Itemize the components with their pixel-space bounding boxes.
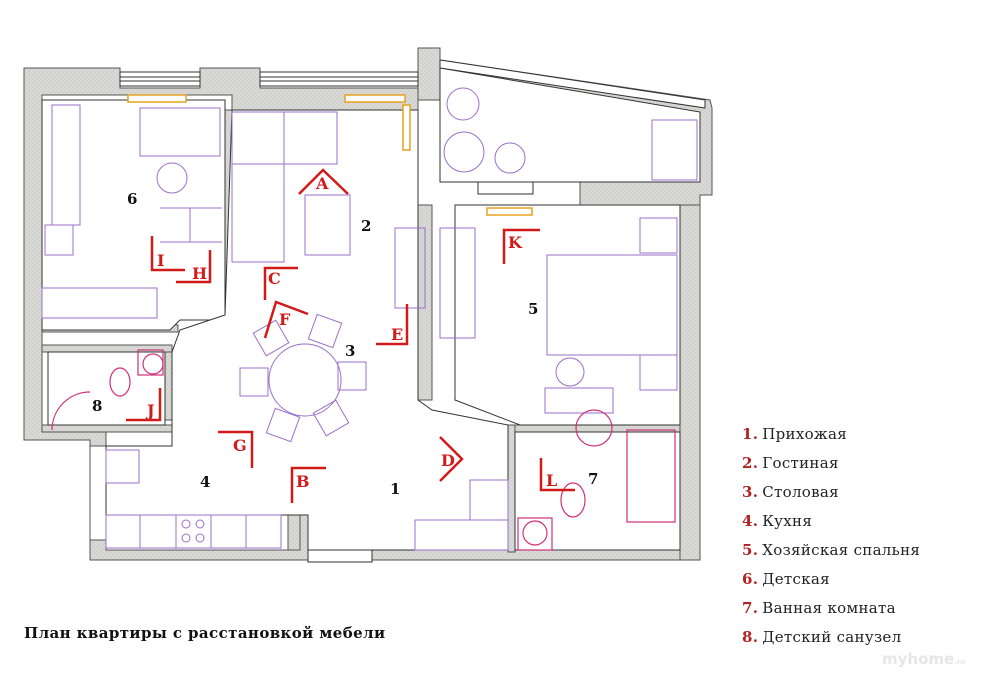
radiators xyxy=(127,94,533,216)
room-number-4: 4 xyxy=(200,473,210,491)
view-marker-F: F xyxy=(279,310,291,329)
view-marker-L: L xyxy=(546,471,557,490)
legend-item-5: 5.Хозяйская спальня xyxy=(742,541,921,559)
legend-item-3: 3.Столовая xyxy=(742,483,839,501)
view-marker-B: B xyxy=(296,472,310,491)
plan-caption: План квартиры с расстановкой мебели xyxy=(24,624,386,642)
windows xyxy=(119,59,706,563)
room-number-7: 7 xyxy=(588,470,598,488)
furniture xyxy=(41,87,698,551)
view-marker-K: K xyxy=(508,233,523,252)
room-legend: 1.Прихожая 2.Гостиная 3.Столовая 4.Кухня… xyxy=(742,424,920,656)
view-marker-C: C xyxy=(268,269,281,288)
view-marker-I: I xyxy=(157,251,164,270)
legend-item-8: 8.Детский санузел xyxy=(742,628,902,646)
room-numbers: 1 2 3 4 5 6 7 8 xyxy=(92,190,598,498)
room-floors xyxy=(41,67,701,551)
view-marker-H: H xyxy=(192,264,207,283)
legend-item-6: 6.Детская xyxy=(742,570,830,588)
room-number-8: 8 xyxy=(92,397,102,415)
view-marker-G: G xyxy=(233,436,247,455)
legend-item-4: 4.Кухня xyxy=(742,512,813,530)
view-marker-J: J xyxy=(145,401,155,420)
legend-item-7: 7.Ванная комната xyxy=(742,599,896,617)
view-marker-A: A xyxy=(315,174,329,193)
legend-item-2: 2.Гостиная xyxy=(742,454,839,472)
room-number-6: 6 xyxy=(127,190,137,208)
view-marker-D: D xyxy=(441,451,455,470)
watermark-logo: myhome.ru xyxy=(882,650,966,668)
room-number-1: 1 xyxy=(390,480,400,498)
view-marker-E: E xyxy=(391,325,403,344)
room-number-3: 3 xyxy=(345,342,355,360)
room-number-5: 5 xyxy=(528,300,538,318)
plumbing xyxy=(51,349,676,551)
view-marker-labels: A B C D E F G H I J K L xyxy=(145,174,557,491)
room-number-2: 2 xyxy=(361,217,371,235)
view-marker-lines xyxy=(126,168,575,503)
legend-item-1: 1.Прихожая xyxy=(742,425,848,443)
